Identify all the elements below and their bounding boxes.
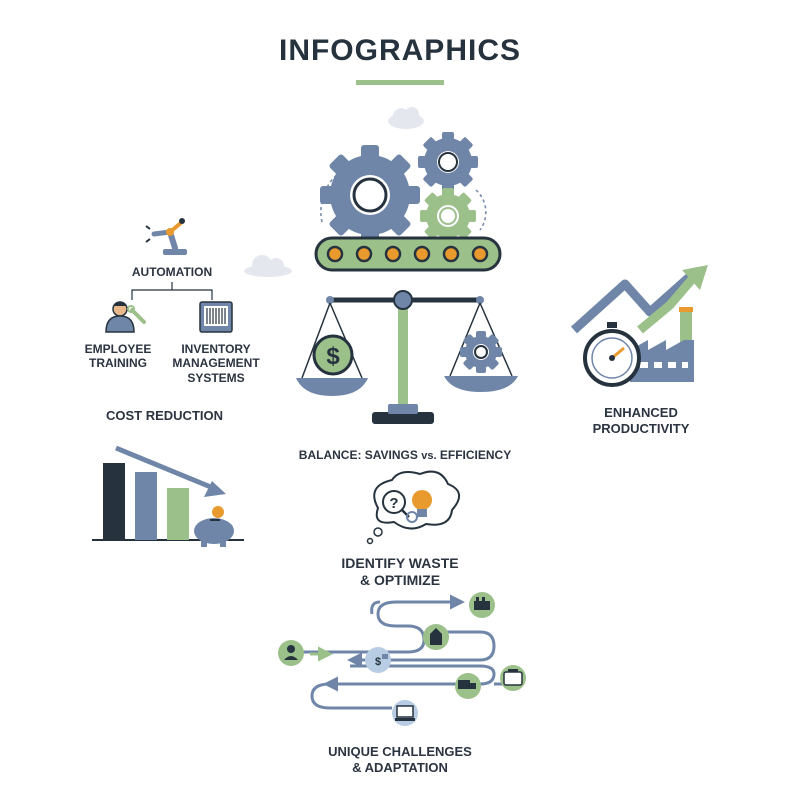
barcode-scanner-icon xyxy=(199,301,233,333)
employee-icon xyxy=(105,301,146,333)
stopwatch-icon xyxy=(583,322,641,387)
cost-reduction-chart-icon xyxy=(92,445,244,541)
cloud-icon xyxy=(244,255,292,277)
svg-text:$: $ xyxy=(326,343,340,370)
gears-conveyor-icon xyxy=(314,132,502,272)
cost-reduction-label: COST REDUCTION xyxy=(106,408,223,423)
factory-node-icon xyxy=(469,592,495,618)
gear-icon xyxy=(460,331,502,373)
page-title: INFOGRAPHICS xyxy=(278,34,521,67)
title-underline xyxy=(356,80,444,85)
automation-label: AUTOMATION xyxy=(131,265,213,279)
balance-scale-icon xyxy=(296,290,518,424)
identify-waste-label: IDENTIFY WASTE & OPTIMIZE xyxy=(341,555,459,588)
svg-text:$: $ xyxy=(375,656,381,668)
enhanced-productivity-label: ENHANCED PRODUCTIVITY xyxy=(592,405,690,436)
computer-node-icon xyxy=(392,700,418,726)
productivity-growth-icon xyxy=(570,265,708,382)
svg-text:?: ? xyxy=(389,495,398,512)
person-node-icon xyxy=(278,640,304,666)
adaptation-path xyxy=(296,594,512,710)
automation-connector xyxy=(131,282,213,300)
report-node-icon xyxy=(500,665,526,691)
question-lightbulb-icon: ? xyxy=(382,490,432,523)
cloud-icon xyxy=(388,107,424,129)
robotic-arm-icon xyxy=(145,218,187,255)
piggy-bank-icon xyxy=(194,506,234,547)
exchange-node-icon: $ xyxy=(365,647,391,673)
employee-training-label: EMPLOYEE TRAINING xyxy=(84,342,152,371)
truck-node-icon xyxy=(455,673,481,699)
machine-node-icon xyxy=(423,624,449,650)
dollar-coin-icon: $ xyxy=(312,334,354,376)
unique-challenges-label: UNIQUE CHALLENGES & ADAPTATION xyxy=(328,744,472,775)
inventory-management-label: INVENTORY MANAGEMENT SYSTEMS xyxy=(172,342,260,385)
thought-bubble-icon xyxy=(366,470,460,545)
balance-label: BALANCE: SAVINGS vs. EFFICIENCY xyxy=(298,448,512,462)
